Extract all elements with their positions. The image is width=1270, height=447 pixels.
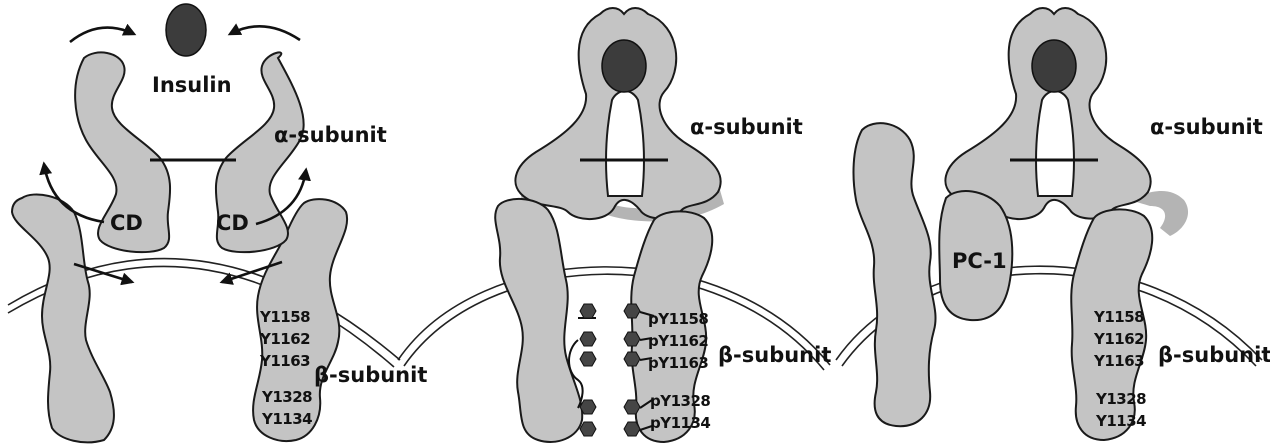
panel-2-residue-label: pY1162 [648, 332, 708, 350]
panel-2-alpha-inner-groove [606, 91, 644, 196]
panel-2-beta-label: β-subunit [718, 343, 831, 367]
panel-1-alpha-label: α-subunit [274, 123, 387, 147]
phosphate-hexagon [580, 422, 596, 436]
panel-2-residue-label: pY1158 [648, 310, 708, 328]
phosphate-hexagon [624, 352, 640, 366]
panel-3-alpha-inner-groove [1036, 91, 1074, 196]
panel-1-residue-label: Y1134 [261, 410, 312, 428]
panel-1-beta-label: β-subunit [314, 363, 427, 387]
panel-2-alpha-label: α-subunit [690, 115, 803, 139]
panel-3-residue-label: Y1158 [1093, 308, 1144, 326]
panel-2-activated-receptor: α-subunit β-subunit pY1158 pY1162 pY1163… [398, 8, 831, 442]
panel-3-residue-label: Y1162 [1093, 330, 1144, 348]
panel-3-pc1-label: PC-1 [952, 249, 1007, 273]
phosphate-hexagon [624, 332, 640, 346]
phosphate-hexagon [624, 304, 640, 318]
panel-2-left-beta-subunit [495, 199, 582, 442]
panel-3-beta-label: β-subunit [1158, 343, 1270, 367]
panel-1-cd-left-label: CD [110, 211, 143, 235]
panel-3-residue-label: Y1163 [1093, 352, 1144, 370]
panel-3-pc1-inhibited-receptor: α-subunit PC-1 β-subunit Y1158 Y1162 Y11… [836, 8, 1270, 440]
panel-1-cd-right-label: CD [216, 211, 249, 235]
panel-1-residue-label: Y1328 [261, 388, 312, 406]
panel-1-residue-label: Y1158 [259, 308, 310, 326]
panel-1-residue-label: Y1162 [259, 330, 310, 348]
phosphate-hexagon [580, 304, 596, 318]
panel-1-insulin-label: Insulin [152, 73, 232, 97]
panel-3-left-beta-subunit [854, 123, 936, 426]
panel-2-residue-label: pY1134 [650, 414, 710, 432]
phosphate-hexagon [580, 352, 596, 366]
panel-2-residue-label: pY1328 [650, 392, 710, 410]
panel-2-residue-label: pY1163 [648, 354, 708, 372]
phosphate-hexagon [624, 400, 640, 414]
panel-1-unbound-receptor: Insulin α-subunit CD CD β-subunit Y1158 … [8, 4, 427, 442]
panel-1-arrow-top-right [230, 26, 300, 40]
panel-2-insulin-molecule [602, 40, 646, 92]
panel-3-residue-label: Y1328 [1095, 390, 1146, 408]
panel-3-alpha-label: α-subunit [1150, 115, 1263, 139]
panel-1-insulin-molecule [166, 4, 206, 56]
phosphate-hexagon [624, 422, 640, 436]
panel-1-residue-label: Y1163 [259, 352, 310, 370]
panel-3-insulin-molecule [1032, 40, 1076, 92]
phosphate-hexagon [580, 332, 596, 346]
panel-1-arrow-top-left [70, 28, 134, 42]
panel-3-residue-label: Y1134 [1095, 412, 1146, 430]
phosphate-hexagon [580, 400, 596, 414]
